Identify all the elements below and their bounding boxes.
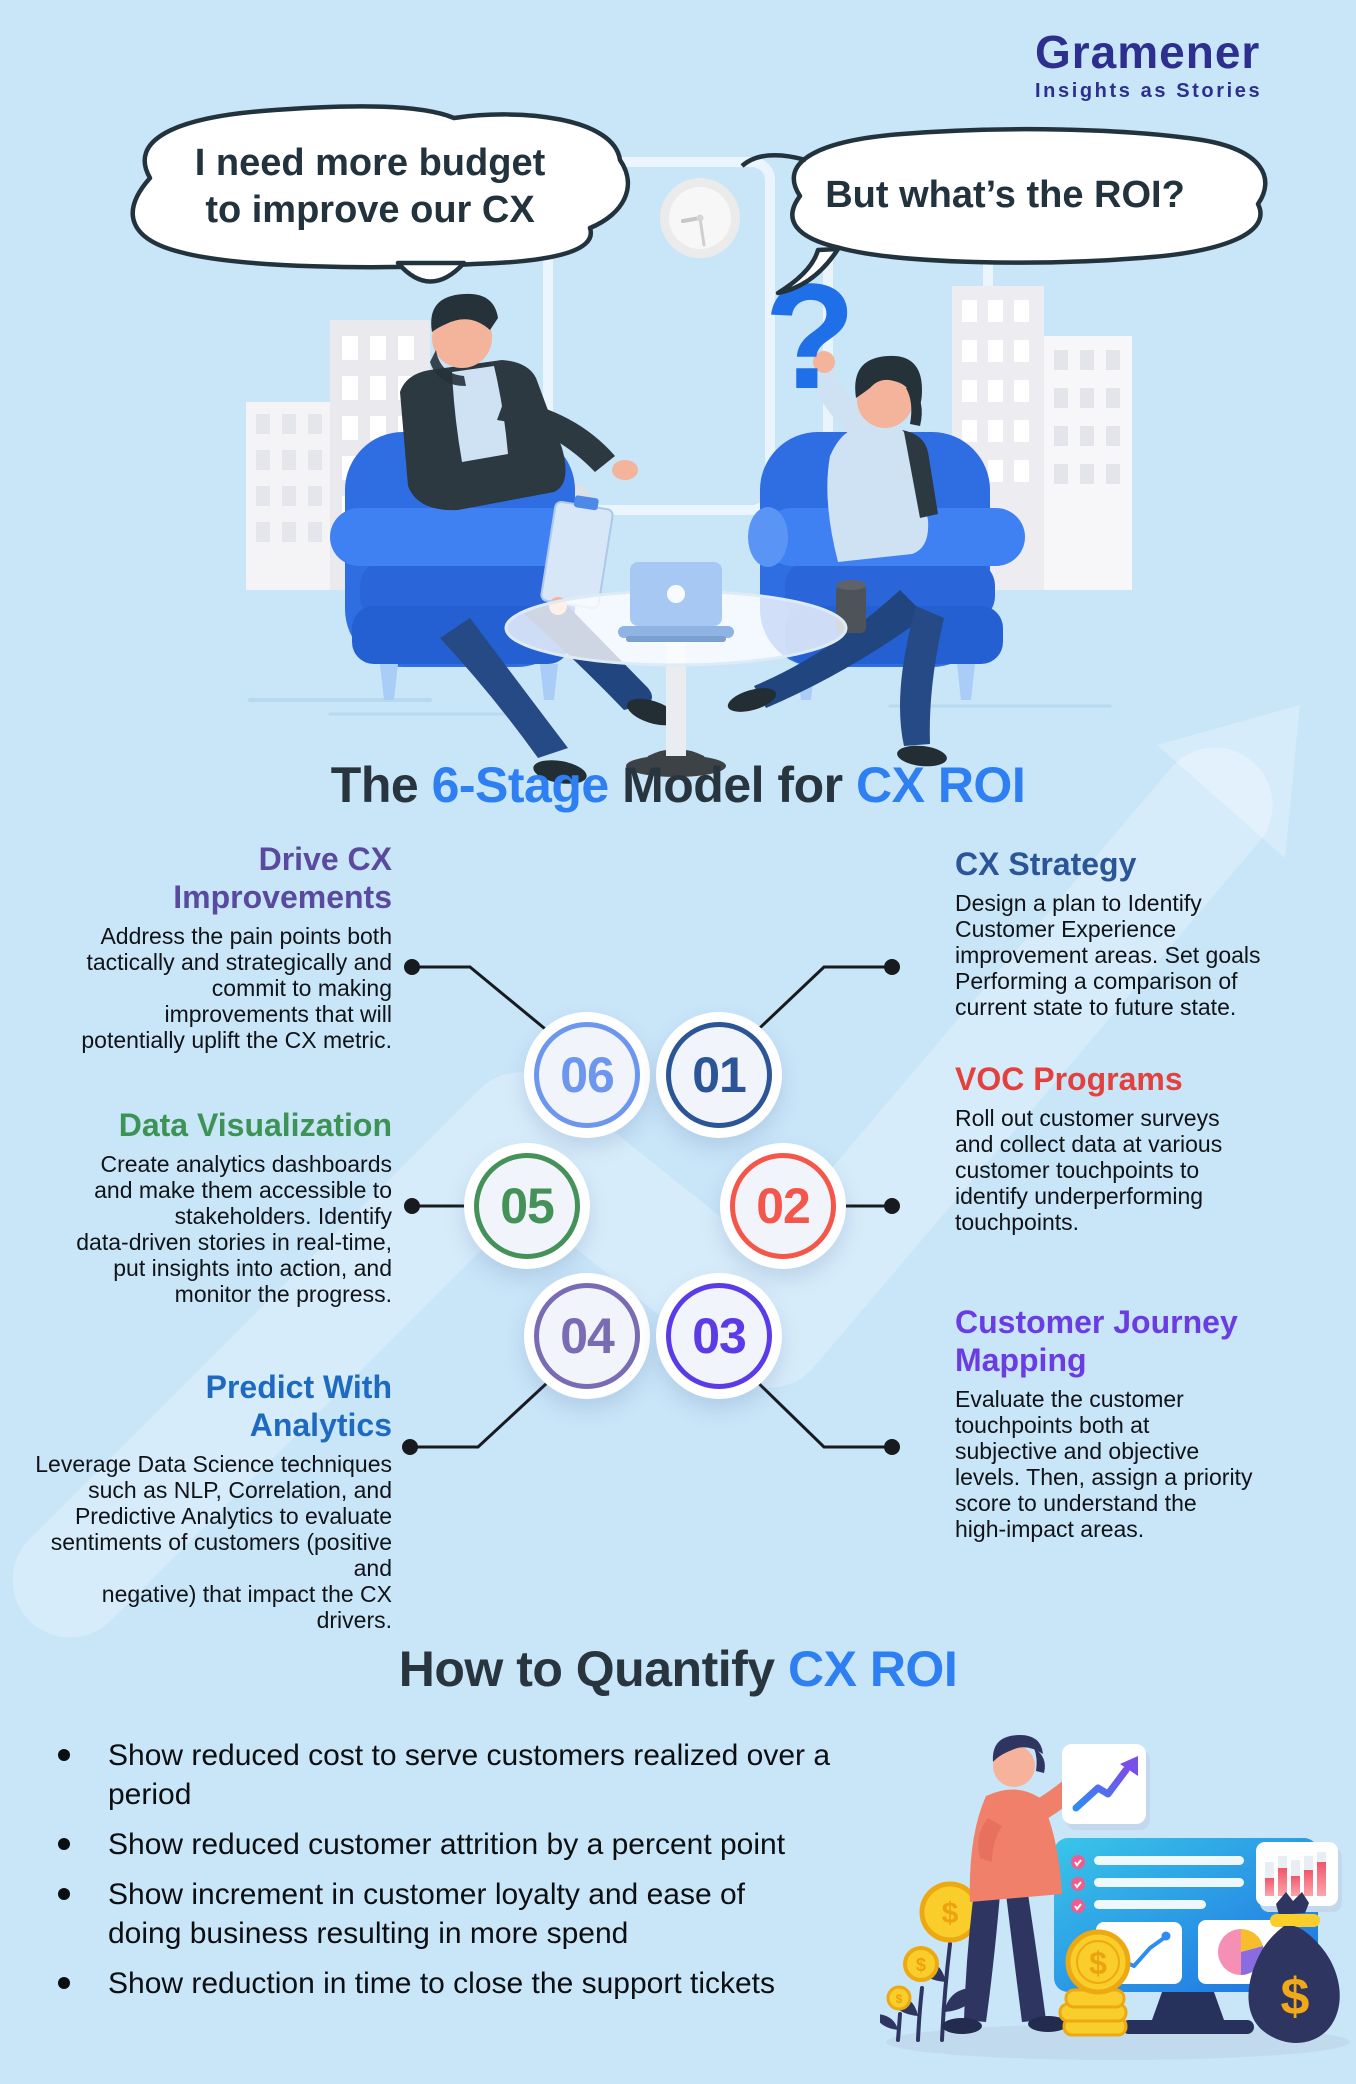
bullet-dot	[58, 1888, 70, 1900]
stage-title-04: Predict With Analytics	[205, 1369, 392, 1443]
stage-description-05: Create analytics dashboards and make the…	[76, 1151, 392, 1307]
bullet-text: Show increment in customer loyalty and e…	[108, 1878, 745, 1950]
stage-title-06: Drive CX Improvements	[173, 841, 392, 915]
model-title-prefix: The	[330, 757, 432, 813]
svg-text:$: $	[916, 1955, 926, 1975]
money-bag-icon: $	[1248, 1892, 1340, 2043]
stage-description-02: Roll out customer surveys and collect da…	[955, 1105, 1223, 1235]
stage-number-03: 03	[692, 1308, 747, 1364]
hero-illustration: ?	[246, 157, 1132, 784]
model-title: The 6-Stage Model for CX ROI	[0, 756, 1356, 814]
stage-block-02: VOC Programs Roll out customer surveys a…	[955, 1060, 1305, 1235]
coin-stack-icon: $	[1058, 1929, 1131, 2037]
speech-bubble-left-tail	[395, 260, 467, 284]
stage-title-03: Customer Journey Mapping	[955, 1304, 1238, 1378]
stage-number-06: 06	[560, 1047, 615, 1103]
stage-number-04: 04	[560, 1308, 615, 1364]
bullet-item: Show reduced customer attrition by a per…	[58, 1825, 908, 1864]
stage-description-06: Address the pain points both tactically …	[81, 923, 392, 1053]
stage-block-03: Customer Journey Mapping Evaluate the cu…	[955, 1303, 1305, 1542]
bar-chart-icon	[1256, 1842, 1342, 1912]
logo-tagline: Insights as Stories	[1035, 80, 1263, 102]
logo-wordmark: Gramener	[1035, 26, 1261, 78]
model-title-accent1: 6-Stage	[431, 757, 610, 813]
speech-bubble-right	[790, 126, 1268, 265]
bullet-text: Show reduced customer attrition by a per…	[108, 1828, 786, 1861]
quantify-bullet-list: Show reduced cost to serve customers rea…	[58, 1736, 908, 2014]
stage-circle-ring-03: 03	[666, 1283, 772, 1389]
stage-title-05: Data Visualization	[118, 1107, 392, 1143]
stage-description-04: Leverage Data Science techniques such as…	[35, 1451, 392, 1633]
growth-card-icon	[1062, 1744, 1150, 1830]
stage-block-06: Drive CX Improvements Address the pain p…	[40, 840, 392, 1053]
stage-block-01: CX Strategy Design a plan to Identify Cu…	[955, 845, 1305, 1020]
quantify-title-prefix: How to Quantify	[398, 1641, 788, 1697]
bullet-text: Show reduced cost to serve customers rea…	[108, 1739, 831, 1811]
laptop-icon	[618, 562, 734, 642]
bullet-item: Show increment in customer loyalty and e…	[58, 1875, 908, 1953]
stage-number-05: 05	[500, 1178, 555, 1234]
coffee-table	[504, 562, 866, 777]
speech-text-left: I need more budget to improve our CX	[194, 142, 546, 231]
dashboard-monitor-icon	[1054, 1838, 1318, 2034]
svg-text:$: $	[1281, 1968, 1310, 2026]
speech-bubble-right-curl	[740, 153, 807, 168]
presenter-figure	[942, 1735, 1104, 2034]
man-figure	[400, 293, 677, 784]
stage-circle-04: 04	[524, 1273, 650, 1399]
bullet-text: Show reduction in time to close the supp…	[108, 1967, 776, 2000]
svg-text:$: $	[942, 1897, 959, 1930]
svg-text:$: $	[896, 1992, 903, 2006]
woman-figure	[727, 351, 947, 767]
bullet-dot	[58, 1838, 70, 1850]
coin-plants-icon: $ $ $	[880, 1881, 981, 2042]
checklist-icon	[1071, 1855, 1244, 1913]
stage-circle-ring-04: 04	[534, 1283, 640, 1389]
stage-circle-ring-06: 06	[534, 1022, 640, 1128]
wall-clock-icon	[660, 178, 740, 258]
stage-title-02: VOC Programs	[955, 1061, 1183, 1097]
bullet-item: Show reduced cost to serve customers rea…	[58, 1736, 908, 1814]
stage-circle-06: 06	[524, 1012, 650, 1138]
bullet-dot	[58, 1749, 70, 1761]
quantify-title-accent: CX ROI	[787, 1641, 958, 1697]
connector-dots	[402, 959, 900, 1455]
bullet-item: Show reduction in time to close the supp…	[58, 1964, 908, 2003]
speech-bubble-right-tail	[775, 246, 841, 296]
speech-bubble-left	[130, 104, 631, 270]
stage-circle-01: 01	[656, 1012, 782, 1138]
stage-circle-03: 03	[656, 1273, 782, 1399]
model-title-accent2: CX ROI	[855, 757, 1026, 813]
speech-text-right: But what’s the ROI?	[825, 174, 1185, 216]
gramener-logo: Gramener Insights as Stories	[1035, 28, 1320, 103]
speech-bubbles	[130, 104, 1268, 296]
stage-description-03: Evaluate the customer touchpoints both a…	[955, 1386, 1253, 1542]
stage-description-01: Design a plan to Identify Customer Exper…	[955, 890, 1261, 1020]
stage-circle-ring-01: 01	[666, 1022, 772, 1128]
stage-block-05: Data Visualization Create analytics dash…	[40, 1106, 392, 1307]
watermark-arrow	[12, 705, 1300, 1638]
armchair-left	[330, 432, 608, 700]
stage-block-04: Predict With Analytics Leverage Data Sci…	[30, 1368, 392, 1633]
svg-text:$: $	[1089, 1945, 1107, 1981]
stage-circle-02: 02	[720, 1143, 846, 1269]
model-title-middle: Model for	[608, 757, 856, 813]
stage-circle-ring-05: 05	[474, 1153, 580, 1259]
stage-number-01: 01	[692, 1047, 747, 1103]
stage-title-01: CX Strategy	[955, 846, 1137, 882]
stage-number-02: 02	[756, 1178, 811, 1234]
stage-circle-ring-02: 02	[730, 1153, 836, 1259]
quantify-title: How to Quantify CX ROI	[0, 1640, 1356, 1698]
bullet-dot	[58, 1977, 70, 1989]
stage-circle-05: 05	[464, 1143, 590, 1269]
analytics-illustration: $ $ $	[880, 1735, 1350, 2060]
